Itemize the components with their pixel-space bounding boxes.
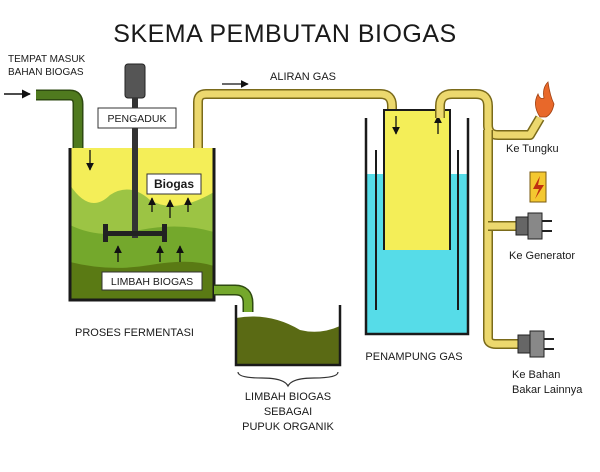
inlet-label-line2: BAHAN BIOGAS [8,67,84,78]
gas-storage-tank [364,109,470,336]
motor-icon [124,63,146,99]
storage-label: PENAMPUNG GAS [365,351,462,363]
valve-icon [517,330,554,358]
fertilizer-pool [234,305,342,367]
other-fuel-label-line1: Ke Bahan [512,369,560,381]
gas-pipe [193,89,397,148]
stove-label: Ke Tungku [506,143,559,155]
page-title: SKEMA PEMBUTAN BIOGAS [113,20,456,48]
biogas-label: Biogas [154,177,194,191]
waste-label-box [101,271,203,291]
fertilizer-label-line1: LIMBAH BIOGAS [245,391,331,403]
biogas-label-box [146,173,202,195]
inlet-label-line1: TEMPAT MASUK [8,54,86,65]
distribution-pipe [435,89,545,349]
stirrer [103,63,167,242]
valve-icon [515,212,552,240]
lightning-bolt-icon [529,171,547,203]
gas-flow-label: ALIRAN GAS [270,71,336,83]
waste-label: LIMBAH BIOGAS [111,276,193,288]
gas-rising-arrows [86,150,192,262]
stirrer-label-box [97,107,177,129]
generator-label: Ke Generator [509,250,575,262]
other-fuel-label-line2: Bakar Lainnya [512,384,583,396]
fertilizer-label-line3: PUPUK ORGANIK [242,421,334,433]
fermentation-label: PROSES FERMENTASI [75,327,194,339]
flame-icon [535,81,555,118]
fertilizer-brace [237,371,339,388]
fertilizer-label-line2: SEBAGAI [264,406,312,418]
stirrer-label: PENGADUK [108,113,167,125]
digester-tank [68,148,216,302]
